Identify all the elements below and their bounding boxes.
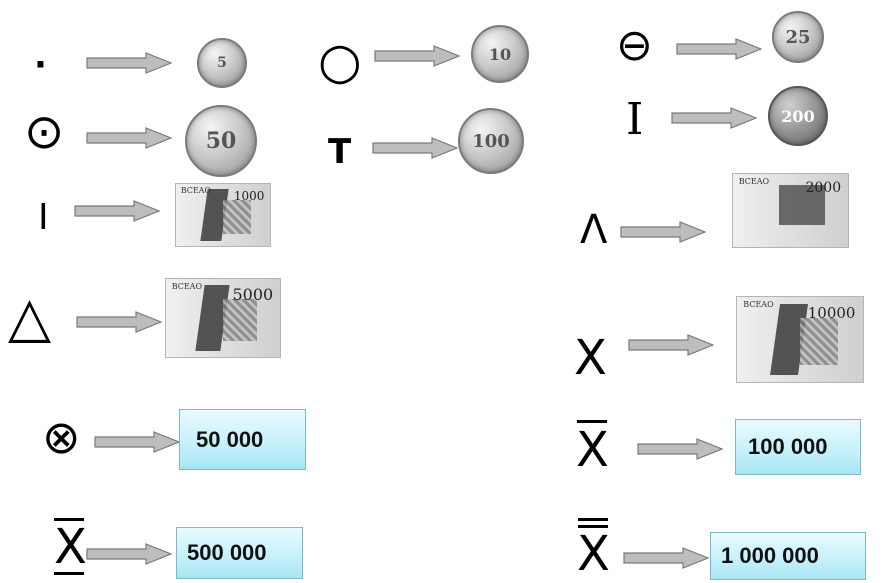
value-box-100000: 100 000	[735, 419, 861, 475]
arrow-right-icon	[76, 311, 162, 333]
value-box-500000: 500 000	[176, 527, 303, 579]
symbol-circle-dot: ⊙	[24, 104, 65, 160]
coin-value: 25	[785, 26, 811, 48]
note-value: 1000	[233, 188, 265, 203]
arrow-right-icon	[74, 200, 160, 222]
arrow-right-icon	[86, 52, 172, 74]
coin-value: 100	[472, 130, 510, 152]
symbol-x-overline: X	[576, 422, 609, 478]
value-box-50000: 50 000	[179, 409, 306, 470]
symbol-circle-minus: ⊖	[616, 20, 653, 71]
symbol-triangle: △	[8, 285, 52, 350]
coin-200-icon: 200	[768, 86, 828, 146]
coin-value: 200	[781, 106, 815, 126]
symbol-circle-times: ⊗	[42, 410, 81, 464]
arrow-right-icon	[86, 127, 172, 149]
coin-value: 5	[217, 55, 227, 71]
coin-100-icon: 100	[458, 108, 524, 174]
symbol-x-underline-overline: X	[54, 519, 87, 575]
note-value: 2000	[805, 179, 842, 196]
banknote-2000-image: BCEAO 2000	[732, 173, 849, 248]
banknote-5000-image: BCEAO 5000	[165, 278, 281, 358]
overline-mark-bottom	[578, 525, 608, 528]
arrow-right-icon	[372, 137, 458, 159]
coin-value: 50	[205, 128, 237, 154]
coin-value: 10	[488, 44, 512, 64]
value-label: 500 000	[187, 540, 267, 565]
arrow-right-icon	[671, 107, 757, 129]
value-label: 1 000 000	[721, 543, 819, 568]
coin-5-icon: 5	[197, 38, 247, 88]
symbol-x-double-overline: X	[577, 526, 610, 582]
note-issuer: BCEAO	[743, 300, 774, 310]
underline-mark	[54, 572, 84, 575]
arrow-right-icon	[637, 438, 723, 460]
arrow-right-icon	[86, 543, 172, 565]
note-issuer: BCEAO	[180, 186, 212, 196]
overline-mark	[54, 518, 84, 521]
arrow-right-icon	[623, 547, 709, 569]
symbol-t: T	[328, 132, 352, 172]
overline-mark	[577, 420, 607, 423]
note-value: 5000	[232, 285, 274, 305]
note-issuer: BCEAO	[738, 176, 770, 186]
coin-50-icon: 50	[185, 105, 257, 177]
value-label: 50 000	[196, 426, 264, 452]
symbol-wedge: Λ	[580, 207, 608, 253]
symbol-i-beam: I	[626, 94, 644, 145]
overline-mark-top	[578, 518, 608, 521]
value-label: 100 000	[748, 434, 828, 459]
coin-10-icon: 10	[471, 25, 529, 83]
note-value: 10000	[807, 303, 856, 322]
arrow-right-icon	[620, 221, 706, 243]
symbol-circle: ○	[318, 32, 362, 90]
arrow-right-icon	[676, 38, 762, 60]
banknote-10000-image: BCEAO 10000	[736, 296, 864, 383]
arrow-right-icon	[628, 334, 714, 356]
symbol-dot: ·	[34, 45, 47, 85]
arrow-right-icon	[94, 431, 180, 453]
note-issuer: BCEAO	[171, 282, 203, 292]
value-box-1000000: 1 000 000	[710, 532, 866, 580]
arrow-right-icon	[374, 45, 460, 67]
coin-25-icon: 25	[772, 11, 824, 63]
symbol-bar: I	[38, 197, 49, 238]
symbol-x: X	[574, 330, 607, 386]
banknote-1000-image: BCEAO 1000	[175, 183, 271, 247]
